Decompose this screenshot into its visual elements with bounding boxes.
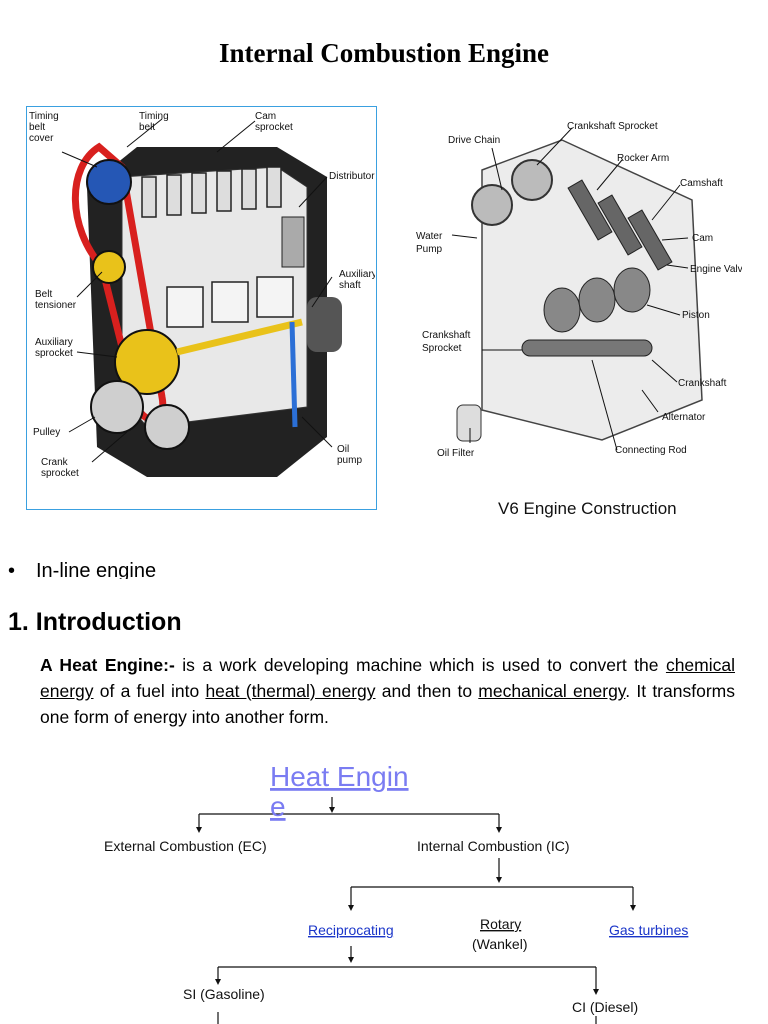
term-heat-energy: heat (thermal) energy bbox=[205, 681, 376, 701]
tree-node-gas-turbines-link[interactable]: Gas turbines bbox=[609, 922, 688, 938]
label-camshaft: Camshaft bbox=[680, 178, 723, 189]
v6-engine-figure: Drive Chain Crankshaft Sprocket Rocker A… bbox=[412, 110, 753, 530]
tree-node-ci-diesel: CI (Diesel) bbox=[572, 999, 638, 1015]
label-rocker-arm: Rocker Arm bbox=[617, 153, 669, 164]
para-part-2: of a fuel into bbox=[93, 681, 206, 701]
para-part-4: . It transforms one form of energy into … bbox=[40, 681, 735, 727]
tree-node-rotary: Rotary bbox=[480, 916, 521, 932]
label-pulley: Pulley bbox=[33, 427, 60, 438]
label-cam: Cam bbox=[692, 233, 713, 244]
label-alternator: Alternator bbox=[662, 412, 706, 423]
label-distributor: Distributor bbox=[329, 171, 375, 182]
term-mechanical-energy: mechanical energy bbox=[478, 681, 626, 701]
v6-caption: V6 Engine Construction bbox=[498, 499, 677, 518]
label-piston: Piston bbox=[682, 310, 710, 321]
label-drive-chain: Drive Chain bbox=[448, 135, 500, 146]
label-engine-valves: Engine Valves bbox=[690, 264, 742, 275]
para-part-3: and then to bbox=[375, 681, 479, 701]
label-crankshaft: Crankshaft bbox=[678, 378, 727, 389]
bullet-symbol: • bbox=[8, 560, 16, 579]
document-title: Internal Combustion Engine bbox=[218, 38, 550, 68]
label-connecting-rod: Connecting Rod bbox=[615, 445, 687, 456]
para-part-1: is a work developing machine which is us… bbox=[174, 655, 666, 675]
bullet-text: In-line engine bbox=[36, 560, 157, 579]
intro-paragraph: A Heat Engine:- is a work developing mac… bbox=[40, 652, 735, 730]
tree-node-external-combustion: External Combustion (EC) bbox=[104, 838, 267, 854]
v6-engine-illustration: Drive Chain Crankshaft Sprocket Rocker A… bbox=[416, 121, 753, 518]
tree-node-reciprocating-link[interactable]: Reciprocating bbox=[308, 922, 394, 938]
label-crankshaft-sprocket-top: Crankshaft Sprocket bbox=[567, 121, 658, 132]
bullet-item: • In-line engine bbox=[8, 557, 408, 579]
term-chemical-energy: chemical energy bbox=[40, 655, 735, 701]
term-heat-engine: A Heat Engine:- bbox=[40, 655, 175, 675]
tree-node-si-gasoline: SI (Gasoline) bbox=[183, 986, 265, 1002]
section-heading: 1. Introduction bbox=[8, 608, 182, 636]
label-oil-filter: Oil Filter bbox=[437, 448, 475, 459]
tree-node-wankel: (Wankel) bbox=[472, 936, 528, 952]
tree-node-internal-combustion: Internal Combustion (IC) bbox=[417, 838, 570, 854]
